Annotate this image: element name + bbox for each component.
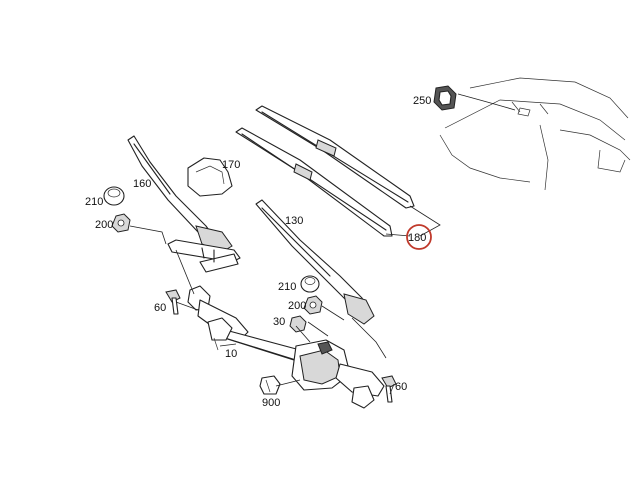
part-10-linkage-assembly[interactable] (167, 239, 385, 409)
label-30: 30 (273, 316, 285, 328)
leader-180 (385, 205, 441, 237)
highlight-ring-180 (406, 224, 432, 250)
part-210-cap-left[interactable] (103, 186, 125, 206)
part-30-nut[interactable] (289, 315, 307, 333)
label-210-left: 210 (85, 196, 103, 208)
label-60-left: 60 (154, 302, 166, 314)
label-160: 160 (133, 178, 151, 190)
label-60-right: 60 (395, 381, 407, 393)
label-210-right: 210 (278, 281, 296, 293)
label-180[interactable]: 180 (408, 232, 426, 244)
wiper-blade-long[interactable] (255, 105, 415, 209)
part-210-cap-right[interactable] (300, 275, 320, 293)
label-10: 10 (225, 348, 237, 360)
leader-lines (129, 225, 395, 395)
windshield-inset (439, 77, 631, 191)
part-130-wiper-arm[interactable] (255, 199, 375, 325)
part-60-bolt-left[interactable] (165, 289, 181, 315)
part-200-nut-right[interactable] (303, 295, 323, 315)
part-900-grommet[interactable] (259, 375, 281, 395)
part-60-bolt-right[interactable] (381, 375, 397, 403)
part-250-sensor[interactable] (433, 85, 457, 111)
label-900: 900 (262, 397, 280, 409)
label-170: 170 (222, 159, 240, 171)
label-250: 250 (413, 95, 431, 107)
part-160-wiper-arm[interactable] (127, 135, 233, 253)
label-200-right: 200 (288, 300, 306, 312)
label-200-left: 200 (95, 219, 113, 231)
label-130: 130 (285, 215, 303, 227)
wiper-blade-short[interactable] (235, 127, 393, 237)
part-200-nut-left[interactable] (111, 213, 131, 233)
part-170-cover[interactable] (187, 157, 233, 197)
